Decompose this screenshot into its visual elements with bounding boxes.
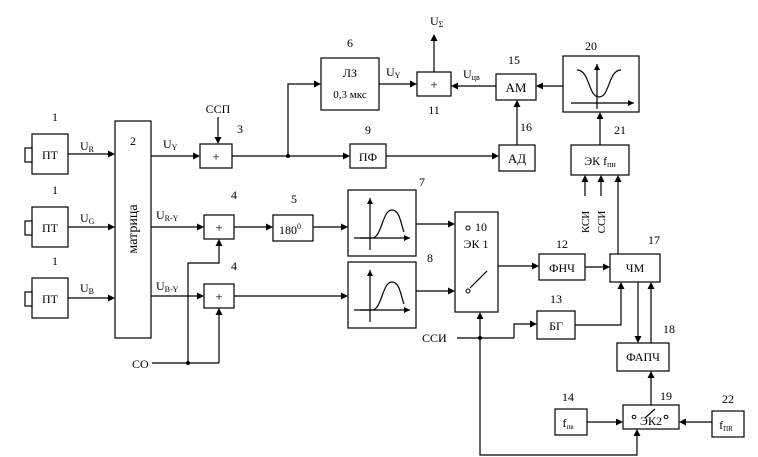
- switch-1-number: 10: [475, 220, 487, 234]
- adder-4b-number: 4: [231, 259, 237, 273]
- pt-r-block: ПТ 1: [24, 110, 69, 175]
- bandpass-block: ПФ 9: [349, 123, 387, 169]
- pt-wires: [68, 150, 115, 302]
- switch-1-block: ЭК 1 10: [454, 211, 499, 313]
- delay-line-block: ЛЗ 0,3 мкс 6: [320, 36, 380, 111]
- svg-text:ФНЧ: ФНЧ: [549, 261, 575, 275]
- co-label: СО: [132, 357, 149, 371]
- pt-b-label: ПТ: [42, 292, 59, 306]
- svg-text:ЧМ: ЧМ: [626, 261, 645, 275]
- matrix-number: 2: [130, 134, 136, 148]
- signal-u-sum: UΣ: [430, 14, 444, 29]
- f-source-14-number: 14: [562, 390, 574, 404]
- adder-4a-number: 4: [231, 188, 237, 202]
- bandpass-number: 9: [365, 123, 371, 137]
- ksi-label: КСИ: [580, 211, 592, 233]
- ssp-label: ССП: [206, 102, 231, 116]
- signal-ur: UR: [80, 139, 95, 154]
- ssi-vertical-label: ССИ: [596, 211, 608, 234]
- signal-uy-delay: UY: [386, 65, 401, 80]
- pt-r-number: 1: [52, 110, 58, 124]
- am-block: АМ 15: [495, 53, 537, 101]
- svg-text:ЛЗ: ЛЗ: [343, 66, 357, 80]
- svg-text:+: +: [215, 220, 222, 235]
- adder-4a-block: + 4: [203, 188, 237, 240]
- f-source-22-number: 22: [722, 392, 734, 406]
- pt-r-label: ПТ: [42, 148, 59, 162]
- ad-number: 16: [520, 120, 532, 134]
- pt-b-block: ПТ 1: [24, 254, 69, 319]
- svg-text:1800: 1800: [279, 222, 301, 237]
- svg-text:ФАПЧ: ФАПЧ: [626, 350, 660, 364]
- svg-text:+: +: [212, 149, 219, 164]
- am-number: 15: [508, 53, 520, 67]
- lpf-number: 12: [556, 237, 568, 251]
- signal-ub: UB: [80, 281, 94, 296]
- phase-number: 5: [291, 192, 297, 206]
- adder-4b-block: + 4: [203, 259, 237, 309]
- svg-text:БГ: БГ: [549, 319, 563, 333]
- signal-uy-matrix: UY: [163, 137, 178, 152]
- matrix-block: матрица 2: [114, 120, 152, 339]
- signal-ur-y: UR-Y: [156, 208, 179, 223]
- pt-g-number: 1: [52, 183, 58, 197]
- fm-block: ЧМ 17: [609, 233, 661, 283]
- filter-7-number: 7: [419, 175, 425, 189]
- adder-11-number: 11: [428, 103, 440, 117]
- adder-11-block: + 11: [416, 71, 452, 117]
- signal-ub-y: UB-Y: [156, 279, 179, 294]
- gen-block: БГ 13: [536, 292, 576, 340]
- f-source-22-block: fПR 22: [711, 392, 745, 438]
- filter-8-number: 8: [427, 251, 433, 265]
- matrix-label: матрица: [126, 204, 141, 254]
- phase-shift-block: 1800 5: [272, 192, 314, 242]
- svg-text:ПФ: ПФ: [359, 150, 377, 164]
- f-source-14-block: fпв 14: [554, 390, 588, 436]
- filter-7-block: 7: [347, 175, 425, 257]
- delay-number: 6: [347, 36, 353, 50]
- gen-number: 13: [550, 292, 562, 306]
- svg-text:fпв: fпв: [562, 416, 574, 431]
- svg-text:+: +: [215, 289, 222, 304]
- lpf-block: ФНЧ 12: [538, 237, 586, 281]
- pt-g-block: ПТ 1: [24, 183, 69, 248]
- pt-g-label: ПТ: [42, 221, 59, 235]
- svg-text:ЭК2: ЭК2: [640, 414, 662, 428]
- pt-b-number: 1: [52, 254, 58, 268]
- svg-text:0,3 мкс: 0,3 мкс: [333, 89, 367, 101]
- signal-ug: UG: [80, 211, 95, 226]
- svg-text:+: +: [430, 77, 437, 92]
- adder-3-block: + 3: [199, 122, 243, 169]
- filter-20-number: 20: [585, 39, 597, 53]
- switch-2-number: 19: [660, 389, 672, 403]
- svg-text:ЭК 1: ЭК 1: [464, 237, 489, 251]
- signal-u-cv: Uцв: [463, 67, 480, 82]
- ad-block: АД 16: [498, 120, 536, 172]
- fm-number: 17: [648, 233, 660, 247]
- switch-2-block: ЭК2 19: [622, 389, 680, 430]
- svg-text:АД: АД: [508, 151, 526, 166]
- pll-number: 18: [663, 322, 675, 336]
- switch-21-number: 21: [614, 123, 626, 137]
- ssi-input-label: ССИ: [422, 331, 447, 345]
- pll-block: ФАПЧ 18: [616, 322, 675, 372]
- filter-20-block: 20: [562, 39, 640, 113]
- adder-3-number: 3: [237, 122, 243, 136]
- filter-8-block: 8: [347, 251, 433, 329]
- svg-text:ЭК fпн: ЭК fпн: [584, 154, 616, 169]
- svg-text:АМ: АМ: [506, 80, 527, 95]
- svg-text:fПR: fПR: [719, 418, 733, 433]
